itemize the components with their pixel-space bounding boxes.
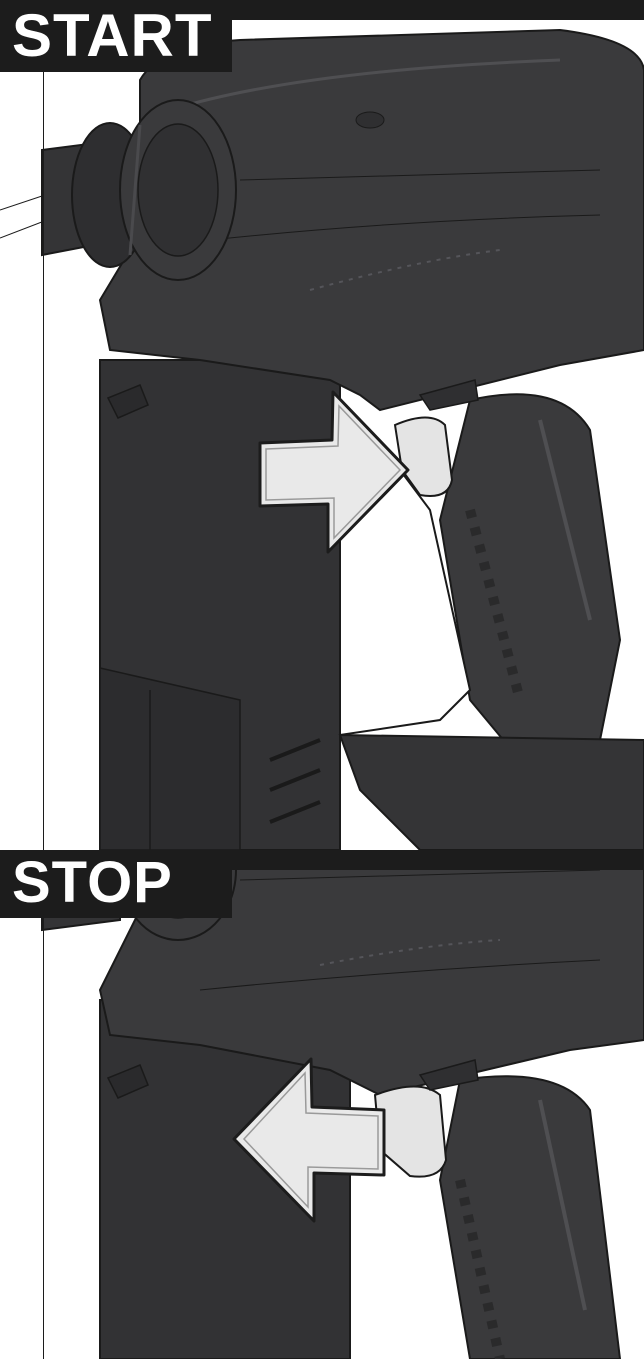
start-panel: START [0, 0, 644, 850]
start-label: START [0, 0, 232, 72]
stop-panel: STOP [0, 850, 644, 1359]
arrow-right-icon [256, 388, 416, 558]
margin-line [43, 72, 44, 850]
margin-line [43, 918, 44, 1359]
stop-label: STOP [0, 850, 232, 918]
arrow-left-icon [228, 1055, 388, 1225]
